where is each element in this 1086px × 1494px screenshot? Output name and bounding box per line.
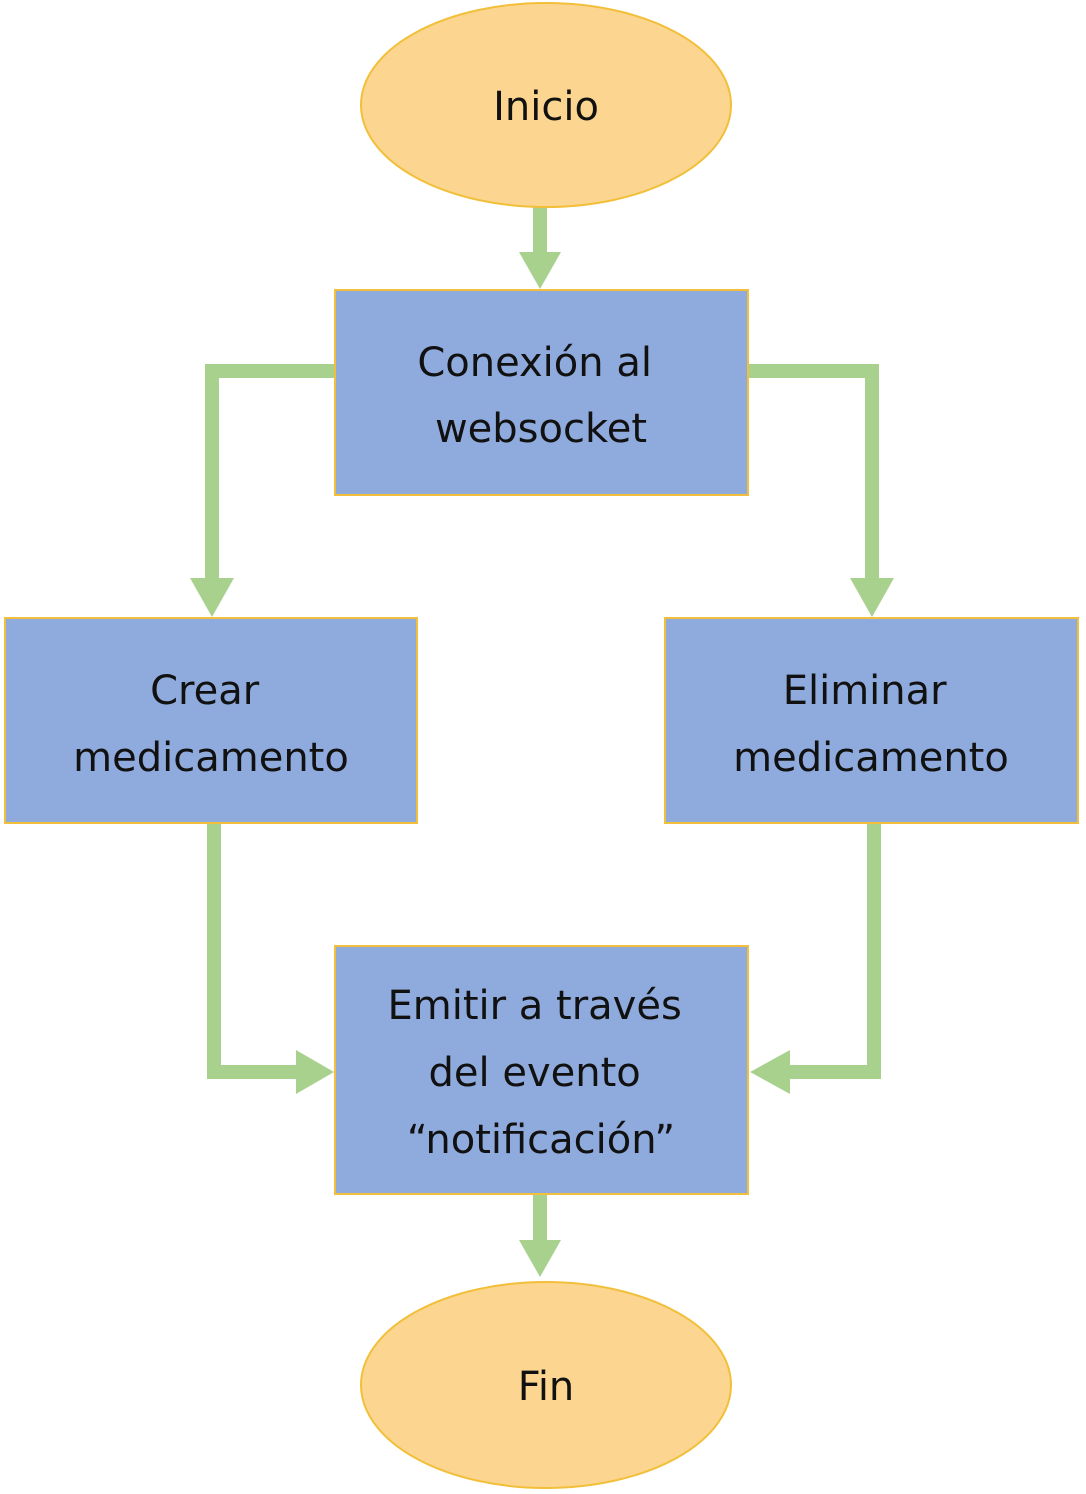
- node-emit: Emitir a través del evento “notificación…: [334, 945, 749, 1195]
- svg-text:Fin: Fin: [518, 1364, 575, 1410]
- arrowhead-down-icon: [190, 578, 234, 617]
- arrowhead-down-icon: [850, 578, 894, 617]
- process-box: [334, 945, 749, 1195]
- edge-start-to-connect: [519, 200, 561, 289]
- node-create: Crear medicamento: [4, 617, 418, 824]
- edge-emit-to-end: [519, 1188, 561, 1277]
- node-start-label: Inicio: [493, 84, 599, 130]
- node-emit-label-line-2: del evento: [429, 1050, 641, 1096]
- arrowhead-left-icon: [750, 1050, 790, 1094]
- node-connect-label-line-1: Conexión al: [417, 340, 652, 386]
- node-delete: Eliminar medicamento: [664, 617, 1079, 824]
- node-connect: Conexión al websocket: [334, 289, 749, 496]
- connectors: [190, 200, 894, 1277]
- node-emit-label-line-1: Emitir a través: [387, 983, 681, 1029]
- node-start: Inicio: [360, 2, 732, 208]
- terminal-ellipse: [360, 1281, 732, 1489]
- node-delete-label-line-1: Eliminar: [783, 668, 947, 714]
- arrowhead-down-icon: [519, 252, 561, 289]
- node-delete-label-line-2: medicamento: [733, 735, 1009, 781]
- nodes: Inicio Conexión al websocket Crear medic…: [4, 2, 1079, 1489]
- edge-connect-to-create: [190, 364, 335, 617]
- connector-line: [786, 818, 881, 1079]
- arrowhead-right-icon: [296, 1050, 334, 1094]
- node-connect-label-line-2: websocket: [435, 406, 647, 452]
- node-create-label-line-1: Crear: [150, 668, 260, 714]
- svg-text:Conexión al websocket: Conexión al websocket: [417, 340, 664, 452]
- edge-delete-to-emit: [750, 818, 881, 1094]
- process-box: [664, 617, 1079, 824]
- node-create-label-line-2: medicamento: [73, 735, 349, 781]
- node-end: Fin: [360, 1281, 732, 1489]
- process-box: [334, 289, 749, 496]
- terminal-ellipse: [360, 2, 732, 208]
- connector-line: [207, 818, 300, 1079]
- svg-text:Eliminar medicamento: Eliminar medicamento: [733, 668, 1009, 781]
- svg-text:Emitir a través del ev: Emitir a través del evento “notificación…: [387, 983, 694, 1163]
- connector-line: [748, 364, 879, 580]
- node-emit-label-line-3: “notificación”: [407, 1117, 675, 1163]
- svg-text:Crear medicamento: Crear medicamento: [73, 668, 349, 781]
- svg-text:Inicio: Inicio: [493, 84, 599, 130]
- arrowhead-down-icon: [519, 1240, 561, 1277]
- edge-create-to-emit: [207, 818, 334, 1094]
- edge-connect-to-delete: [748, 364, 894, 617]
- connector-line: [205, 364, 335, 580]
- node-end-label: Fin: [518, 1364, 575, 1410]
- process-box: [4, 617, 418, 824]
